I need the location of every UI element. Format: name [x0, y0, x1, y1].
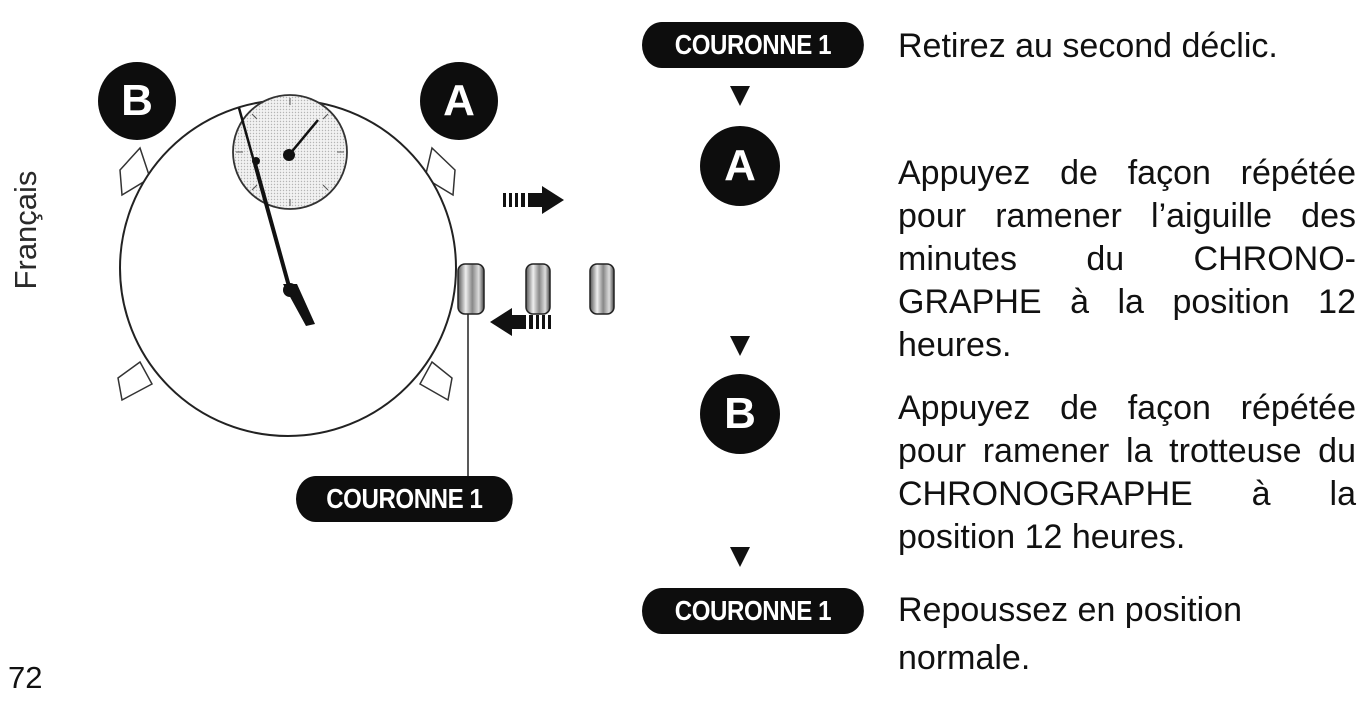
step-1-text: Retirez au second déclic.	[898, 27, 1278, 65]
sub-dial-ticks	[236, 98, 344, 206]
pusher-a-letter: A	[443, 76, 475, 125]
step-2-a-letter: A	[724, 141, 756, 190]
pusher-lower-right-shape	[418, 360, 453, 402]
crown-position-0	[457, 263, 485, 315]
sub-dial-hand	[288, 119, 319, 156]
pusher-b-badge: B	[98, 62, 176, 140]
crown-label-badge: COURONNE 1	[296, 476, 513, 522]
pusher-a-shape	[424, 146, 456, 197]
step-2-text: Appuyez de façon répétée pour ramener l’…	[898, 154, 1356, 364]
crown-position-1	[525, 263, 551, 315]
step-1-crown-text: COURONNE 1	[674, 29, 832, 60]
watch-diagram: B A COURONNE 1	[0, 0, 620, 701]
step-arrow-3-icon	[730, 547, 750, 567]
step-arrow-1-icon	[730, 86, 750, 106]
step-2-a-badge: A	[700, 126, 780, 206]
pusher-b-letter: B	[121, 76, 153, 125]
step-3-b-letter: B	[724, 389, 756, 438]
step-3-text: Appuyez de façon répétée pour ramener la…	[898, 389, 1356, 556]
crown-label-text: COURONNE 1	[326, 483, 483, 514]
pusher-lower-left-shape	[117, 360, 154, 402]
hand-counterweight	[252, 157, 260, 165]
step-1-crown-badge: COURONNE 1	[642, 22, 864, 68]
crown-position-2	[589, 263, 615, 315]
pusher-b-shape	[119, 146, 151, 197]
step-arrow-2-icon	[730, 336, 750, 356]
pusher-a-badge: A	[420, 62, 498, 140]
step-4-text: Repoussez en position normale.	[898, 591, 1243, 677]
step-4-crown-badge: COURONNE 1	[642, 588, 864, 634]
page-number: 72	[8, 660, 43, 695]
hour-hand-stem	[252, 159, 292, 291]
push-arrow-icon	[490, 308, 551, 336]
pull-arrow-icon	[503, 186, 564, 214]
step-4-crown-text: COURONNE 1	[674, 595, 832, 626]
step-3-b-badge: B	[700, 374, 780, 454]
watch-illustration	[117, 94, 615, 480]
center-pin	[283, 283, 297, 297]
sub-dial-pin	[283, 149, 295, 161]
